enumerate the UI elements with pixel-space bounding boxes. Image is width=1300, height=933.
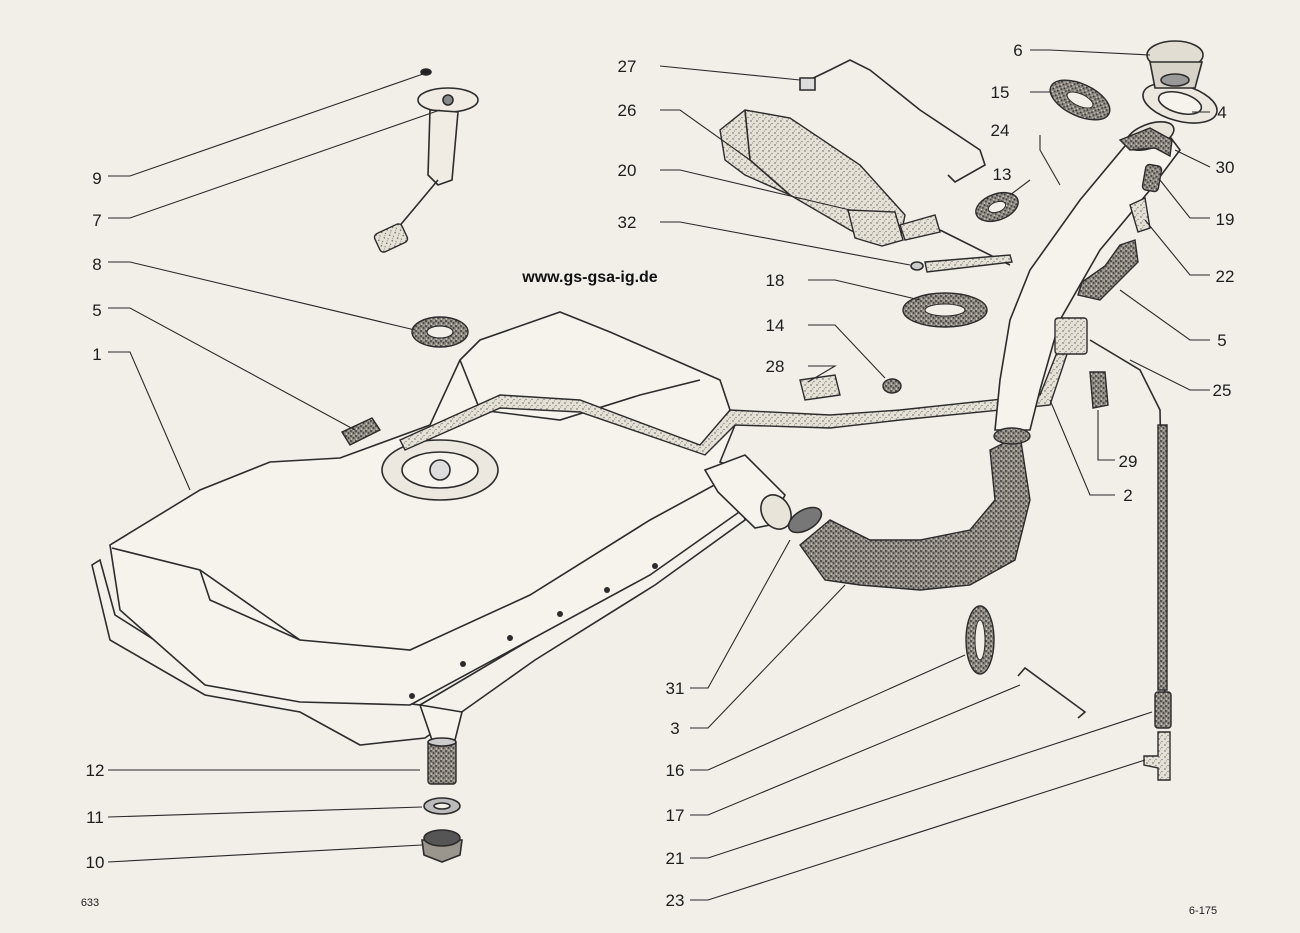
bracket-27 (804, 59, 986, 183)
cap-6 (1146, 40, 1204, 89)
gasket-18 (902, 292, 988, 328)
clip-28 (799, 374, 841, 401)
callout-5-left: 5 (92, 301, 101, 320)
callout-2: 2 (1123, 486, 1132, 505)
filler-cap-4 (1142, 82, 1218, 124)
callout-labels: 9 7 8 5 1 12 11 10 27 26 20 32 18 14 28 … (86, 41, 1235, 910)
grommet-13 (975, 191, 1019, 223)
page-number: 633 (81, 897, 99, 909)
callout-15: 15 (991, 83, 1010, 102)
callout-9: 9 (92, 169, 101, 188)
callout-1: 1 (92, 345, 101, 364)
hose-5-right (1077, 239, 1139, 301)
line-32 (924, 254, 1013, 273)
overflow-line-25 (1157, 424, 1168, 691)
callout-6: 6 (1013, 41, 1022, 60)
callout-20: 20 (618, 161, 637, 180)
figure-reference: 6-175 (1189, 905, 1217, 917)
callout-22: 22 (1216, 267, 1235, 286)
callout-4: 4 (1217, 103, 1226, 122)
hose-21 (1154, 691, 1172, 729)
fuel-sender-unit (373, 87, 479, 253)
clamp-30 (1118, 127, 1173, 158)
drain-filter-12 (427, 737, 457, 785)
hose-clamp-31 (787, 506, 823, 534)
filler-hose-3 (799, 433, 1031, 591)
callout-28: 28 (766, 357, 785, 376)
leader-lines (107, 49, 1211, 901)
callout-16: 16 (666, 761, 685, 780)
callout-23: 23 (666, 891, 685, 910)
hose-5-left (340, 417, 382, 446)
seal-32 (910, 261, 924, 271)
callout-5-right: 5 (1217, 331, 1226, 350)
callout-32: 32 (618, 213, 637, 232)
callout-12: 12 (86, 761, 105, 780)
washer-11 (423, 797, 461, 815)
callout-19: 19 (1216, 210, 1235, 229)
spring-clip-17 (1017, 666, 1087, 719)
callout-11: 11 (86, 808, 104, 827)
plug-14 (882, 378, 902, 394)
callout-8: 8 (92, 255, 101, 274)
cap-29 (1089, 371, 1109, 409)
callout-17: 17 (666, 806, 685, 825)
hose-22 (1129, 196, 1151, 233)
callout-7: 7 (92, 211, 101, 230)
callout-31: 31 (666, 679, 685, 698)
callout-24: 24 (991, 121, 1010, 140)
carbon-canister-26 (719, 109, 906, 247)
callout-25: 25 (1213, 381, 1232, 400)
hose-19 (1141, 163, 1163, 193)
callout-13: 13 (993, 165, 1012, 184)
fuel-tank (91, 311, 792, 746)
callout-21: 21 (666, 849, 685, 868)
callout-3: 3 (670, 719, 679, 738)
seal-16 (965, 605, 995, 675)
callout-10: 10 (86, 853, 105, 872)
callout-29: 29 (1119, 452, 1138, 471)
callout-26: 26 (618, 101, 637, 120)
callout-14: 14 (766, 316, 785, 335)
connector-20 (899, 214, 941, 241)
callout-27: 27 (618, 57, 637, 76)
website-url: www.gs-gsa-ig.de (521, 269, 658, 286)
t-piece-23 (1143, 731, 1171, 781)
callout-30: 30 (1216, 158, 1235, 177)
drain-plug-10 (421, 829, 463, 863)
callout-18: 18 (766, 271, 785, 290)
seal-15 (1049, 79, 1111, 121)
gasket-8 (411, 316, 469, 348)
seal-9 (420, 68, 432, 76)
neck-bracket (1054, 317, 1088, 355)
